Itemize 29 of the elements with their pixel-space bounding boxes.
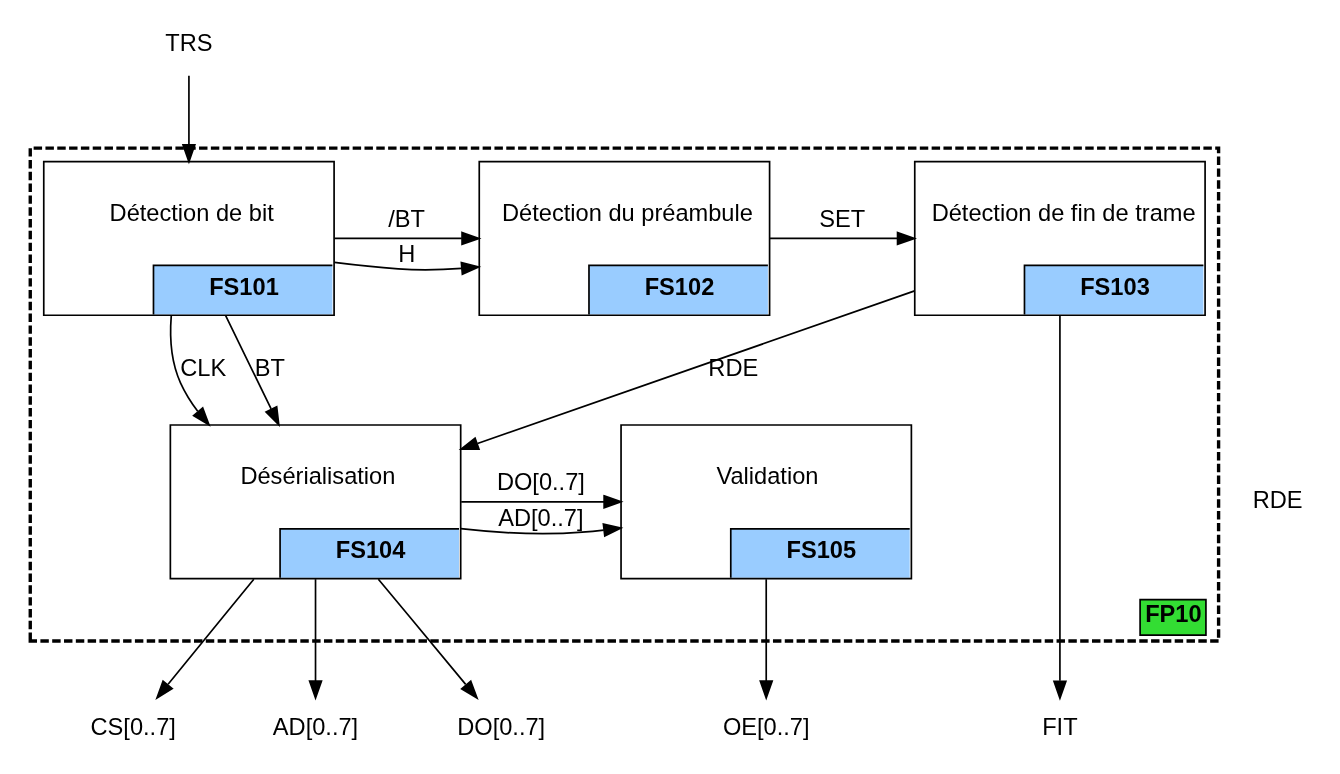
- edge-label: DO[0..7]: [496, 469, 585, 496]
- arrow: [169, 315, 211, 427]
- arrow: [460, 494, 624, 509]
- edge-label: RDE: [708, 355, 759, 382]
- arrow: [224, 314, 280, 427]
- arrow: [459, 523, 624, 538]
- edge-label: /BT: [388, 205, 426, 232]
- edge-label: AD[0..7]: [498, 504, 584, 531]
- label: RDE: [1252, 487, 1303, 514]
- arrow: [1052, 314, 1068, 701]
- node-text: FIT: [1042, 714, 1078, 741]
- edge-label: H: [398, 241, 416, 268]
- edge-label: BT: [254, 355, 286, 382]
- node-text: OE[0..7]: [722, 714, 810, 741]
- arrow: [308, 578, 323, 701]
- node-text: CS[0..7]: [90, 714, 176, 741]
- node-text: TRS: [165, 30, 213, 57]
- node-text: DO[0..7]: [457, 714, 546, 741]
- edge-label: SET: [819, 205, 866, 232]
- arrow: [759, 578, 774, 701]
- arrow: [181, 74, 197, 165]
- arrow: [333, 261, 482, 276]
- arrow: [769, 231, 917, 246]
- arrow: [333, 231, 482, 246]
- edge-label: CLK: [180, 355, 227, 382]
- node-text: AD[0..7]: [272, 714, 359, 741]
- arrow: [377, 578, 479, 700]
- arrow: [155, 578, 255, 700]
- arrow: [458, 290, 916, 451]
